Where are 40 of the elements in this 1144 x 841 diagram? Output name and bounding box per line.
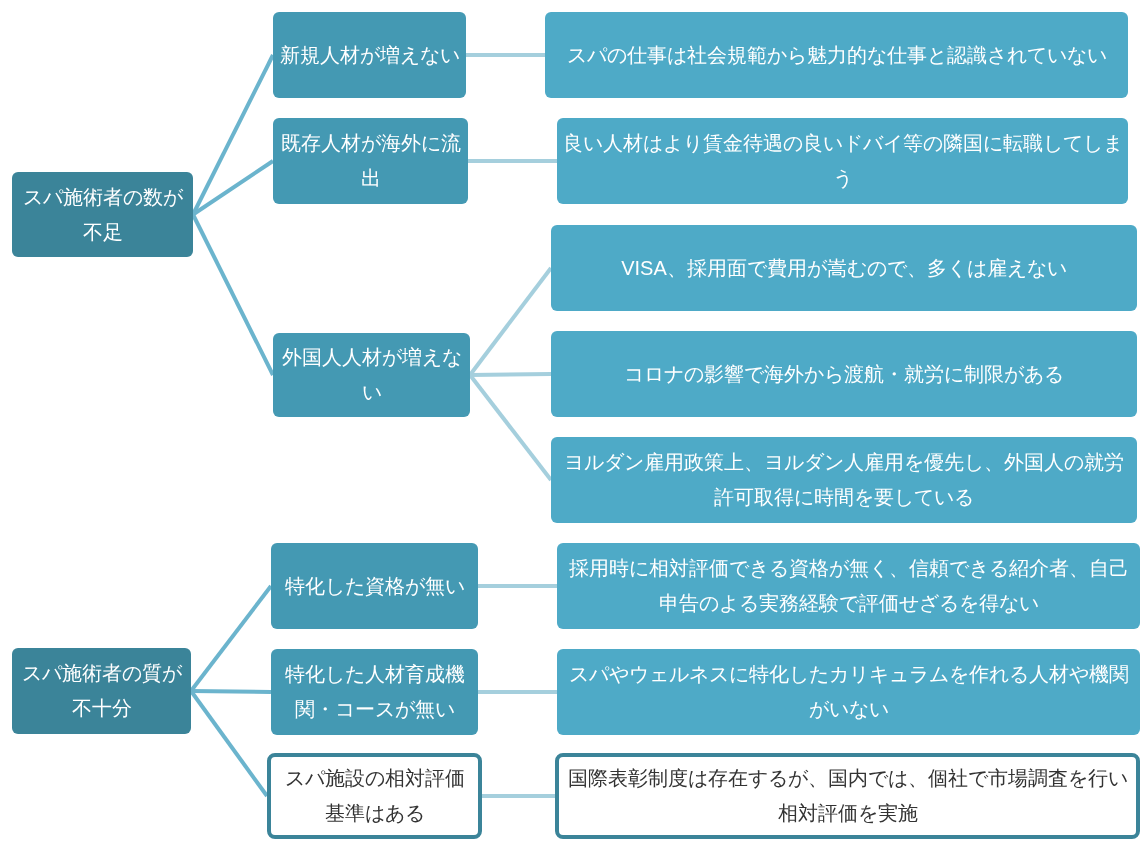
box-text: 採用時に相対評価できる資格が無く、信頼できる紹介者、自己申告のよる実務経験で評価せざるを得ない bbox=[567, 556, 1130, 616]
connector-line bbox=[466, 53, 545, 57]
detail-box bbox=[551, 331, 1137, 417]
detail-box bbox=[557, 543, 1140, 629]
outlined-box bbox=[267, 753, 482, 839]
detail-box bbox=[557, 649, 1140, 735]
box-text: 特化した資格が無い bbox=[284, 573, 465, 599]
box-text: スパ施設の相対評価基準はある bbox=[283, 766, 466, 826]
connector-line bbox=[478, 690, 557, 694]
connector-line bbox=[478, 584, 557, 588]
cause-box bbox=[271, 649, 478, 735]
box-text: スパ施術者の質が不十分 bbox=[20, 661, 183, 721]
connector-line bbox=[482, 794, 555, 798]
box-text: コロナの影響で海外から渡航・就労に制限がある bbox=[624, 361, 1064, 387]
box-text: 新規人材が増えない bbox=[279, 42, 460, 68]
connector-line bbox=[469, 372, 552, 377]
box-text: 外国人人材が増えない bbox=[280, 345, 463, 405]
box-text: スパの仕事は社会規範から魅力的な仕事と認識されていない bbox=[566, 42, 1107, 68]
connector-line bbox=[191, 213, 275, 376]
cause-box bbox=[273, 333, 470, 417]
problem-box bbox=[12, 172, 193, 257]
connector-line bbox=[468, 159, 557, 163]
box-text: 既存人材が海外に流出 bbox=[279, 131, 462, 191]
detail-box bbox=[545, 12, 1128, 98]
connector-line bbox=[190, 689, 272, 694]
detail-box bbox=[551, 225, 1137, 311]
cause-box bbox=[273, 118, 468, 204]
cause-box bbox=[271, 543, 478, 629]
cause-box bbox=[273, 12, 466, 98]
box-text: 国際表彰制度は存在するが、国内では、個社で市場調査を行い相対評価を実施 bbox=[566, 766, 1129, 826]
problem-box bbox=[12, 648, 191, 734]
detail-box bbox=[557, 118, 1128, 204]
detail-box bbox=[551, 437, 1137, 523]
outlined-box bbox=[555, 753, 1140, 839]
box-text: 良い人材はより賃金待遇の良いドバイ等の隣国に転職してしまう bbox=[561, 131, 1124, 191]
box-text: スパやウェルネスに特化したカリキュラムを作れる人材や機関がいない bbox=[567, 662, 1130, 722]
box-text: スパ施術者の数が不足 bbox=[21, 184, 184, 245]
box-text: VISA、採用面で費用が嵩むので、多くは雇えない bbox=[621, 255, 1067, 281]
box-text: 特化した人材育成機関・コースが無い bbox=[283, 662, 466, 722]
box-text: ヨルダン雇用政策上、ヨルダン人雇用を優先し、外国人の就労許可取得に時間を要している bbox=[563, 450, 1125, 510]
